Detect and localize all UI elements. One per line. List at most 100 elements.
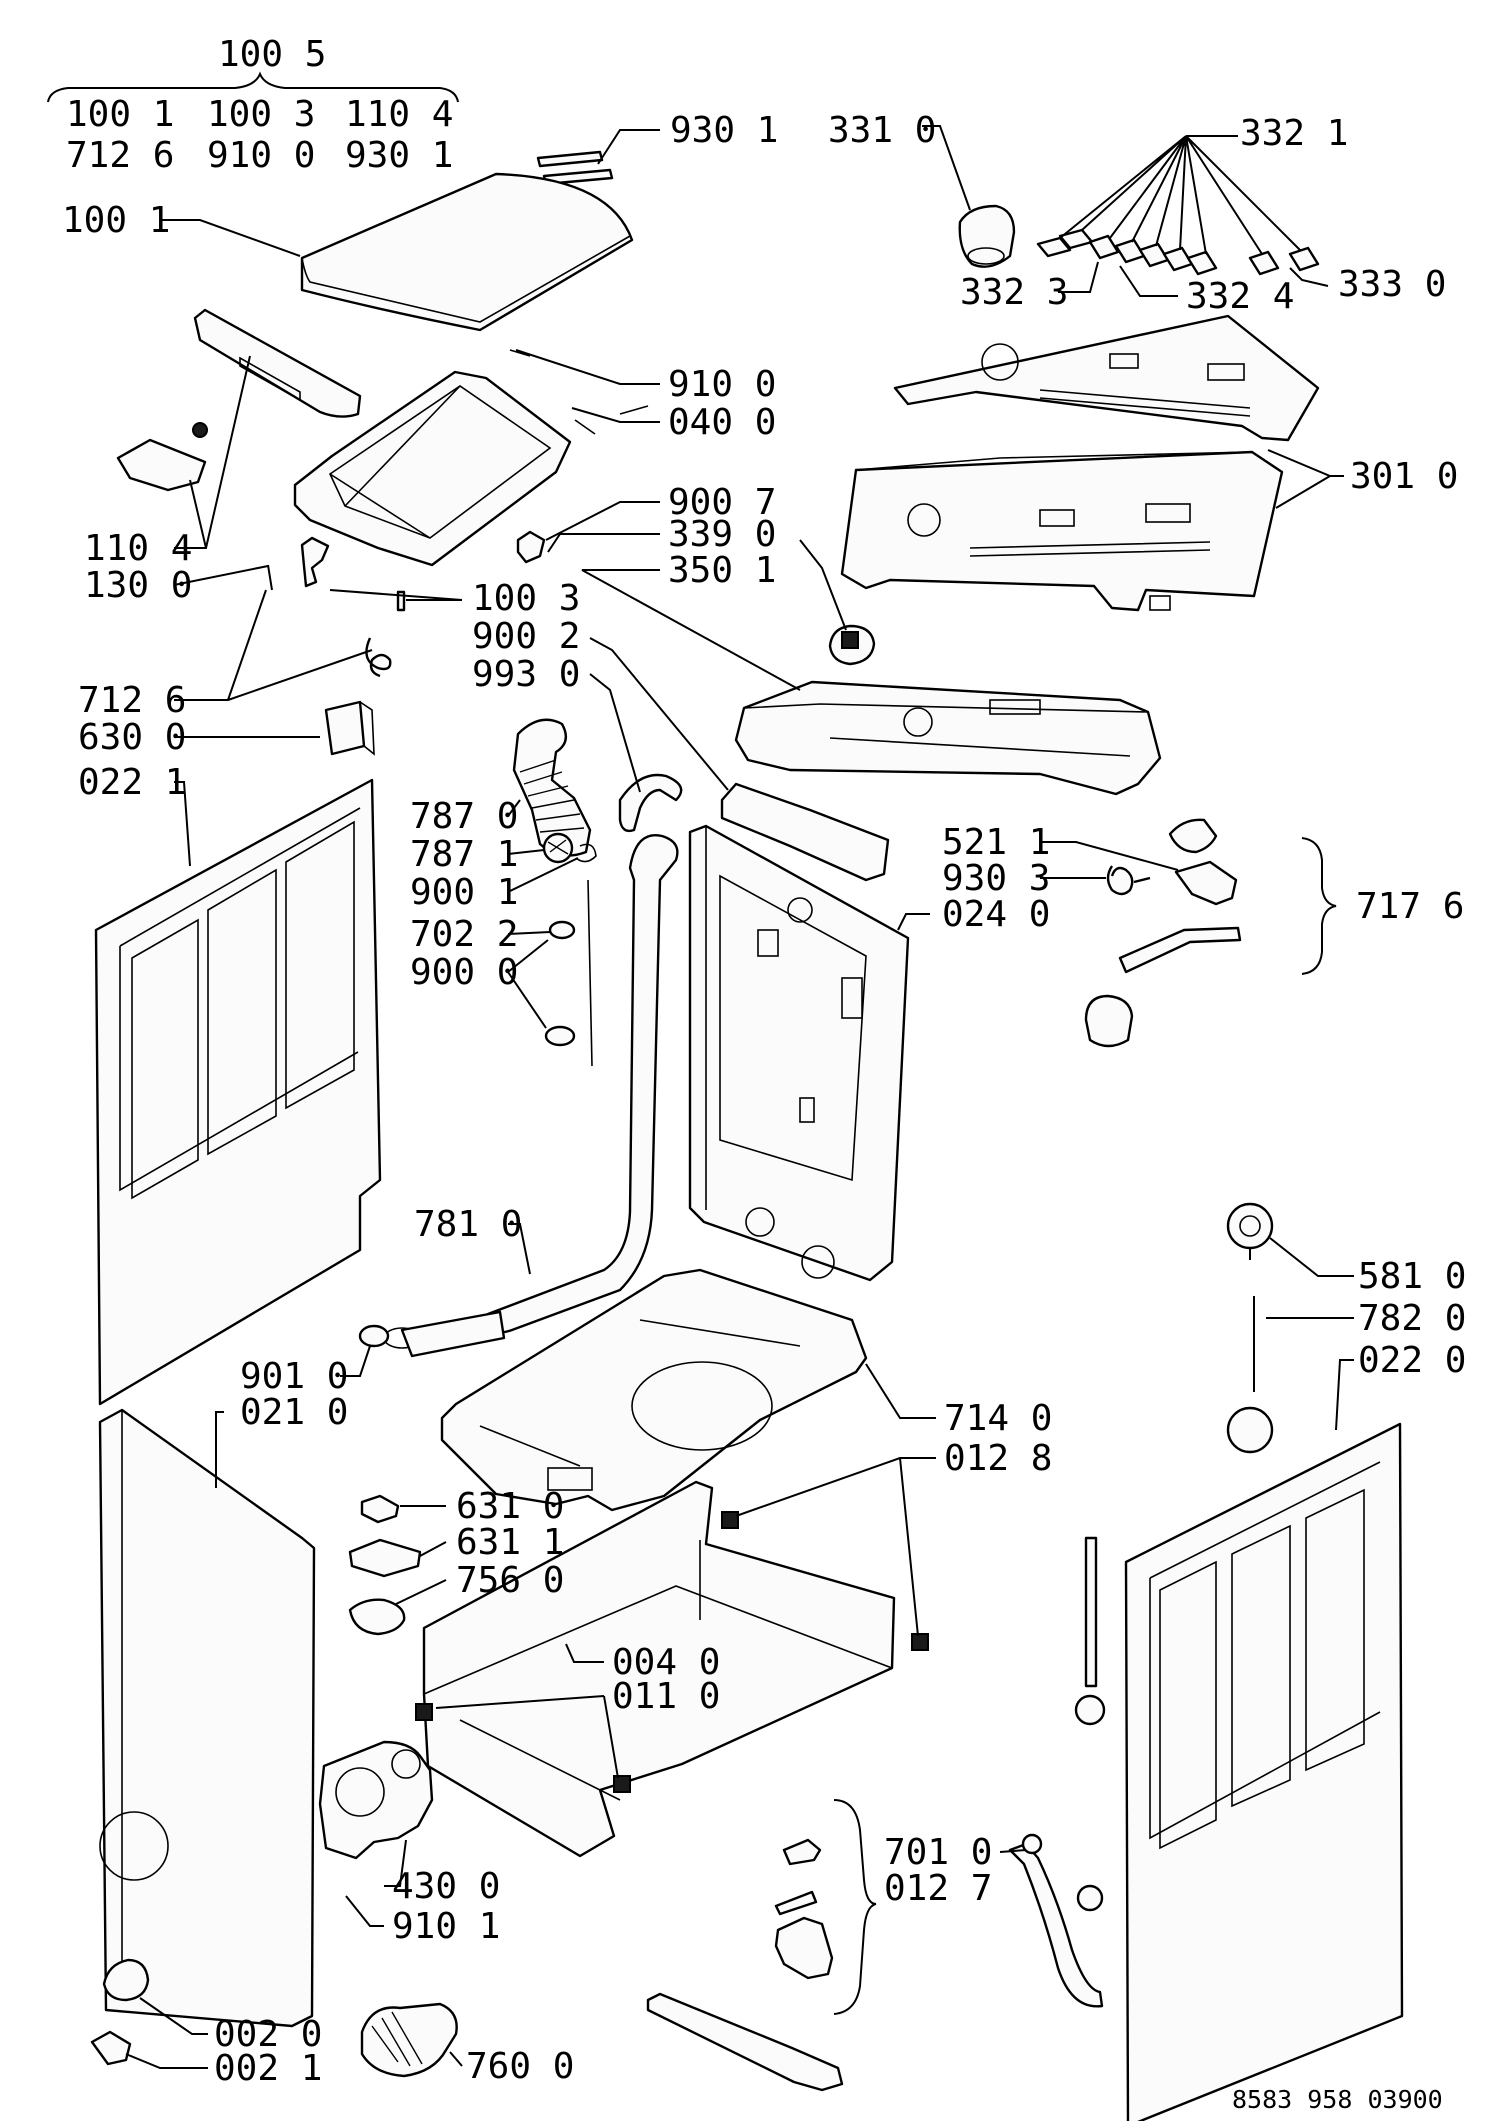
callout-3010: 301 0 <box>1350 456 1458 497</box>
callout-3321: 332 1 <box>1240 113 1348 154</box>
group-item-1003: 100 3 <box>207 94 315 135</box>
callout-0221: 022 1 <box>78 762 186 803</box>
callout-7140: 714 0 <box>944 1398 1052 1439</box>
callout-5211: 521 1 <box>942 822 1050 863</box>
callout-3324: 332 4 <box>1186 276 1294 317</box>
callout-7870: 787 0 <box>410 796 518 837</box>
callout-0110: 011 0 <box>612 1676 720 1717</box>
part-6311 <box>348 1538 422 1578</box>
part-7560 <box>348 1598 406 1636</box>
callout-5810: 581 0 <box>1358 1256 1466 1297</box>
callout-7560: 756 0 <box>456 1560 564 1601</box>
callout-9007: 900 7 <box>668 482 776 523</box>
part-base-tray-7140 <box>440 1268 868 1512</box>
part-pulley-5810 <box>1226 1202 1274 1250</box>
part-spring-7126 <box>365 637 392 678</box>
group-item-1001: 100 1 <box>66 94 174 135</box>
callout-9002: 900 2 <box>472 616 580 657</box>
part-clip-9007 <box>516 530 546 564</box>
callout-9101: 910 1 <box>392 1906 500 1947</box>
callout-6300: 630 0 <box>78 717 186 758</box>
callout-6311: 631 1 <box>456 1522 564 1563</box>
part-rail-9002 <box>720 782 890 882</box>
callout-7871: 787 1 <box>410 834 518 875</box>
part-plug-9000a <box>548 920 576 940</box>
part-hose-9930 <box>618 773 683 833</box>
part-side-panel-right <box>1124 1422 1404 2121</box>
part-foot-0110b <box>613 1775 631 1793</box>
part-electronic-housing <box>734 680 1162 796</box>
callout-3501: 350 1 <box>668 550 776 591</box>
part-pin-right <box>1084 1536 1098 1688</box>
callout-1300: 130 0 <box>84 565 192 606</box>
callout-7820: 782 0 <box>1358 1298 1466 1339</box>
part-block-6300 <box>324 700 366 756</box>
part-foot-0110a <box>415 1703 433 1721</box>
group-item-1104: 110 4 <box>345 94 453 135</box>
part-support-0127 <box>646 1992 844 2092</box>
group-item-9301: 930 1 <box>345 135 453 176</box>
part-filter-7600 <box>360 2002 458 2078</box>
callout-0220: 022 0 <box>1358 1340 1466 1381</box>
callout-9301: 930 1 <box>670 110 778 151</box>
callout-9010: 901 0 <box>240 1356 348 1397</box>
callout-1104: 110 4 <box>84 528 192 569</box>
callout-labels: 100 1 930 1 331 0 332 1 332 3 332 4 333 … <box>62 110 1466 2089</box>
part-top-frame <box>293 370 572 567</box>
part-sensor-7176 <box>1084 994 1134 1048</box>
part-lever-7176 <box>1118 926 1242 974</box>
callout-7126: 712 6 <box>78 680 186 721</box>
group-item-7126: 712 6 <box>66 135 174 176</box>
part-pin-7126 <box>396 590 406 612</box>
callout-0020: 002 0 <box>214 2014 322 2055</box>
part-panel-overlay <box>893 314 1320 442</box>
part-front-trim <box>193 308 362 418</box>
callout-7022: 702 2 <box>410 914 518 955</box>
part-clamp-9001 <box>575 843 597 863</box>
part-cap-9010 <box>358 1324 390 1348</box>
callout-6310: 631 0 <box>456 1486 564 1527</box>
part-0127 <box>774 1890 818 1916</box>
callout-1003: 100 3 <box>472 578 580 619</box>
callout-9303: 930 3 <box>942 858 1050 899</box>
part-top-lid <box>300 172 634 332</box>
part-6310 <box>360 1494 400 1524</box>
part-hinge-0021 <box>90 2030 132 2066</box>
callout-3310: 331 0 <box>828 110 936 151</box>
callout-0240: 024 0 <box>942 894 1050 935</box>
part-switch-5211 <box>1174 860 1238 906</box>
callout-3330: 333 0 <box>1338 264 1446 305</box>
callout-9000: 900 0 <box>410 952 518 993</box>
callout-3323: 332 3 <box>960 272 1068 313</box>
callout-7010: 701 0 <box>884 1832 992 1873</box>
callout-0021: 002 1 <box>214 2048 322 2089</box>
group-brace <box>47 71 459 103</box>
part-plug-9000b <box>544 1025 576 1047</box>
part-7010 <box>782 1838 822 1866</box>
group-header: 100 5 100 1 100 3 110 4 712 6 910 0 930 … <box>47 34 459 176</box>
callout-7810: 781 0 <box>414 1204 522 1245</box>
callout-9100: 910 0 <box>668 364 776 405</box>
part-ball-0220 <box>1226 1406 1274 1454</box>
callout-0400: 040 0 <box>668 402 776 443</box>
group-item-9100: 910 0 <box>207 135 315 176</box>
document-reference: 8583 958 03900 <box>1232 2085 1443 2114</box>
parts-drawings <box>90 150 1404 2121</box>
callout-0127: 012 7 <box>884 1868 992 1909</box>
callout-9930: 993 0 <box>472 654 580 695</box>
part-flap-0020 <box>102 1958 150 2002</box>
leader-lines <box>125 125 1354 2069</box>
callout-1001: 100 1 <box>62 200 170 241</box>
part-drain-hose-7810 <box>486 833 679 1334</box>
part-bracket-0127 <box>774 1916 834 1980</box>
callout-9001: 900 1 <box>410 872 518 913</box>
part-side-panel-left <box>94 778 382 1406</box>
group-header-title: 100 5 <box>218 34 326 75</box>
part-buttons-3321 <box>1036 228 1320 276</box>
callout-7176: 717 6 <box>1356 886 1464 927</box>
callout-0128: 012 8 <box>944 1438 1052 1479</box>
callout-0040: 004 0 <box>612 1642 720 1683</box>
part-lid-catch <box>300 536 330 588</box>
callout-3390: 339 0 <box>668 514 776 555</box>
part-spring-9303 <box>1106 865 1151 896</box>
